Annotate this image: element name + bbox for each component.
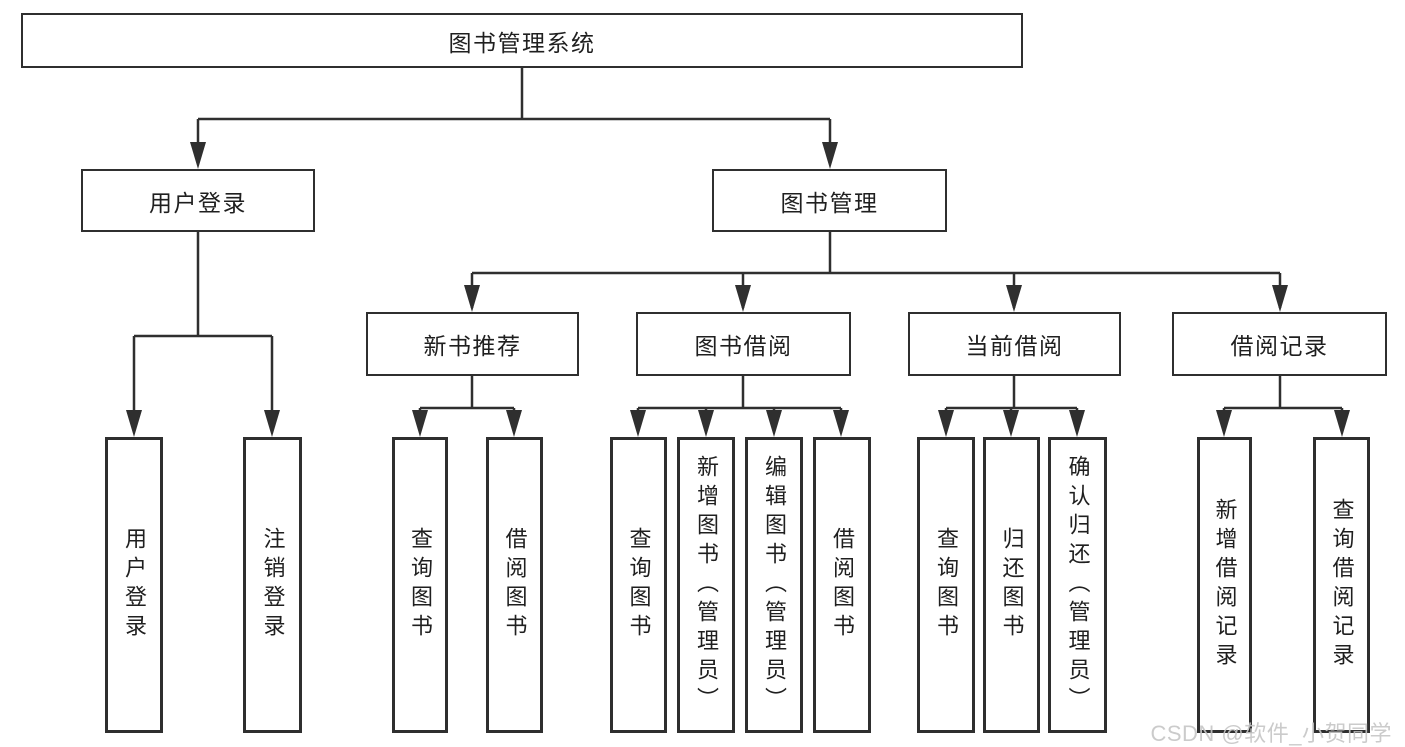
node-label: 新增借阅记录 — [1212, 498, 1238, 672]
leaf-query-borrow-record: 查询借阅记录 — [1313, 437, 1370, 733]
leaf-user-login: 用户登录 — [105, 437, 163, 733]
node-current-borrowing: 当前借阅 — [908, 312, 1121, 376]
node-label: 当前借阅 — [965, 333, 1064, 359]
leaf-query-books-current: 查询图书 — [917, 437, 975, 733]
leaf-add-borrow-record: 新增借阅记录 — [1197, 437, 1252, 733]
node-user-login: 用户登录 — [81, 169, 315, 232]
node-label: 借阅图书 — [830, 527, 855, 643]
leaf-query-books-borrowing: 查询图书 — [610, 437, 667, 733]
node-label: 查询图书 — [626, 527, 652, 643]
node-root-system: 图书管理系统 — [21, 13, 1023, 68]
node-label: 图书借阅 — [694, 333, 793, 359]
node-label: 借阅图书 — [502, 527, 528, 643]
node-label: 新书推荐 — [423, 333, 522, 359]
node-label: 用户登录 — [149, 189, 247, 216]
leaf-confirm-return-admin: 确认归还（管理员） — [1048, 437, 1107, 733]
leaf-borrow-books-recommend: 借阅图书 — [486, 437, 543, 733]
node-new-book-recommend: 新书推荐 — [366, 312, 579, 376]
leaf-borrow-books: 借阅图书 — [813, 437, 871, 733]
node-label: 确认归还（管理员） — [1065, 454, 1091, 716]
node-label: 用户登录 — [122, 527, 147, 643]
csdn-watermark: CSDN @软件_小贺同学 — [1150, 721, 1392, 746]
node-label: 借阅记录 — [1230, 333, 1329, 359]
node-label: 注销登录 — [260, 527, 286, 643]
node-label: 查询借阅记录 — [1329, 498, 1355, 672]
leaf-return-books: 归还图书 — [983, 437, 1040, 733]
leaf-logout: 注销登录 — [243, 437, 302, 733]
node-borrowing-records: 借阅记录 — [1172, 312, 1387, 376]
node-label: 查询图书 — [934, 527, 959, 643]
node-label: 编辑图书（管理员） — [762, 454, 787, 716]
node-book-management: 图书管理 — [712, 169, 947, 232]
leaf-edit-books-admin: 编辑图书（管理员） — [745, 437, 803, 733]
node-label: 图书管理 — [780, 189, 879, 216]
node-book-borrowing: 图书借阅 — [636, 312, 851, 376]
node-label: 归还图书 — [999, 527, 1025, 643]
node-label: 新增图书（管理员） — [694, 454, 719, 716]
arrowhead-icons — [126, 142, 1350, 437]
node-label: 图书管理系统 — [448, 29, 596, 56]
node-label: 查询图书 — [408, 527, 433, 643]
leaf-add-books-admin: 新增图书（管理员） — [677, 437, 735, 733]
leaf-query-books-recommend: 查询图书 — [392, 437, 448, 733]
